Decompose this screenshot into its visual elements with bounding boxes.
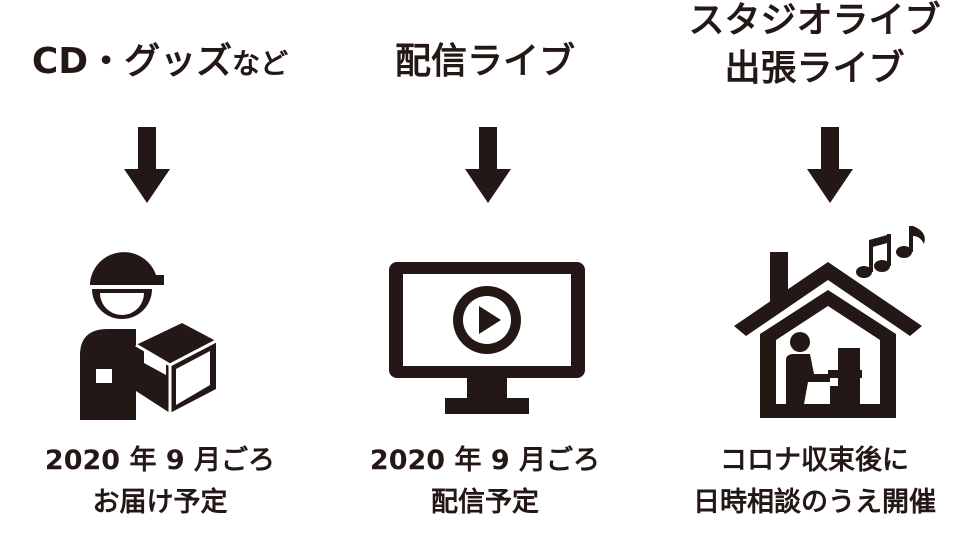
caption-date: コロナ収束後に [720,445,909,476]
caption-status: 配信予定 [431,487,539,518]
column-goods: CD・グッズなど [0,0,320,538]
column-title: スタジオライブ 出張ライブ [650,0,979,93]
house-piano-music-icon [734,226,925,418]
column-title-text: 配信ライブ [394,41,575,82]
monitor-play-icon [389,262,585,414]
caption-status: 日時相談のうえ開催 [693,487,936,518]
column-caption: 2020 年 9 月ごろ お届け予定 [0,440,320,524]
column-streaming: 配信ライブ 2020 年 9 月ごろ 配信予定 [320,0,650,538]
caption-status: お届け予定 [92,487,228,518]
down-arrow-icon [807,127,853,203]
column-live: スタジオライブ 出張ライブ [650,0,979,538]
column-title-text: CD・グッズ [31,41,233,82]
column-title: CD・グッズなど [0,37,320,89]
column-title-line-2: 出張ライブ [724,48,905,89]
column-title-line-1: スタジオライブ [688,0,941,41]
down-arrow-icon [124,127,170,203]
column-caption: 2020 年 9 月ごろ 配信予定 [320,440,650,524]
caption-date: 2020 年 9 月ごろ [369,445,601,476]
caption-date: 2020 年 9 月ごろ [44,445,276,476]
column-title-suffix: など [232,47,289,80]
column-caption: コロナ収束後に 日時相談のうえ開催 [650,440,979,524]
down-arrow-icon [465,127,511,203]
column-title: 配信ライブ [320,37,650,87]
delivery-person-with-box-icon [80,252,217,420]
